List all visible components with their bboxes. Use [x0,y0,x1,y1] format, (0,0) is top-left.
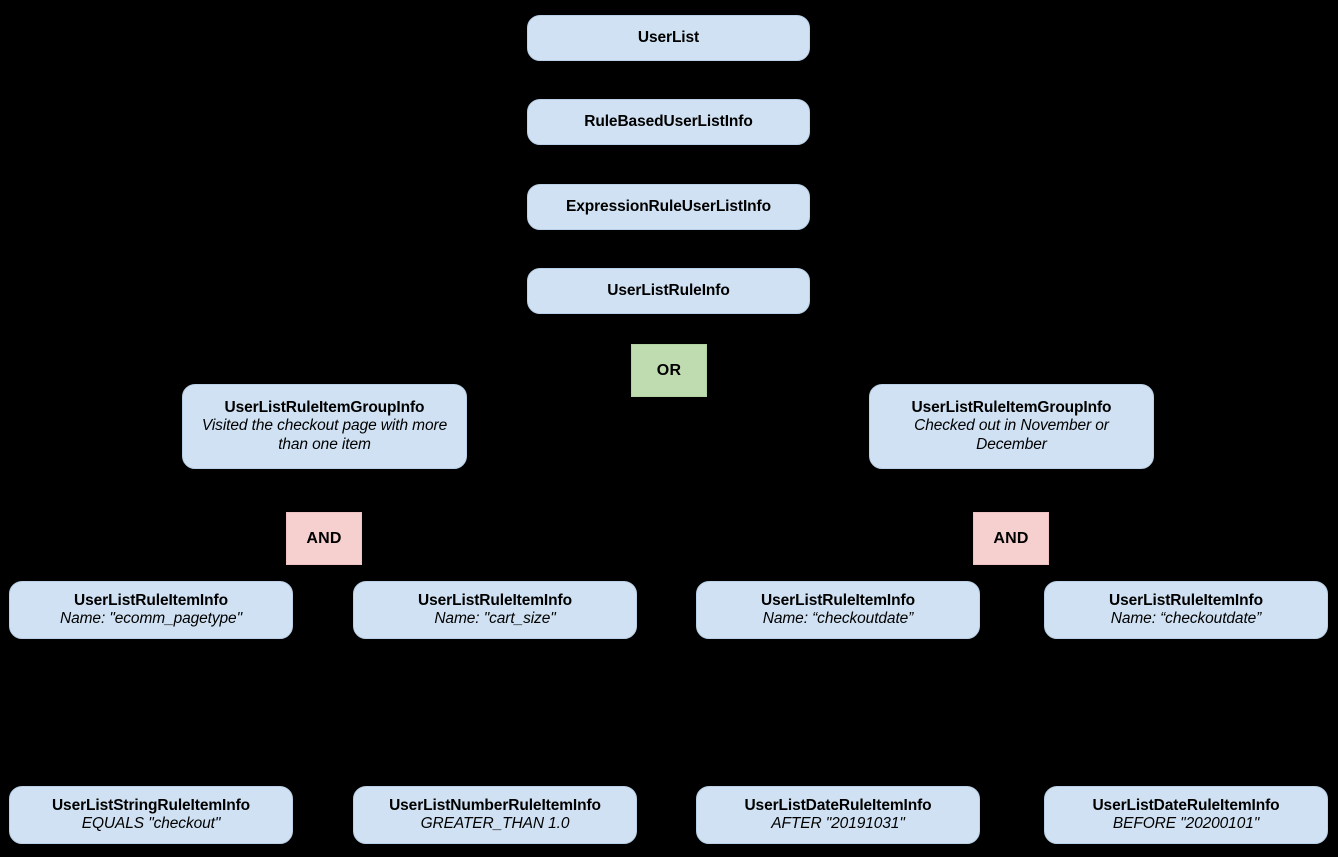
operator-and-right-label: AND [993,529,1029,547]
node-rule-item-2[interactable]: UserListRuleItemInfo Name: "cart_size" [353,581,637,639]
edge-group-left-to-item-2 [369,469,496,577]
arrowhead-ruleinfo-to-group-right [994,371,1013,385]
arrowhead-group-right-to-item-4 [1174,567,1192,582]
node-leaf-number-rule-item-title: UserListNumberRuleItemInfo [389,796,601,814]
operator-or[interactable]: OR [631,344,707,397]
node-rule-item-4-subtitle: Name: “checkoutdate” [1110,610,1262,627]
node-expression-rule-user-list-info-title: ExpressionRuleUserListInfo [566,197,771,215]
operator-and-left-label: AND [306,529,342,547]
node-rule-item-2-subtitle: Name: "cart_size" [434,610,556,627]
arrowhead-item-1-to-leaf-1 [144,775,158,789]
edge-group-right-to-item-4 [1057,469,1187,577]
node-rule-item-3[interactable]: UserListRuleItemInfo Name: “checkoutdate… [696,581,980,639]
node-user-list[interactable]: UserList [527,15,810,61]
node-group-left[interactable]: UserListRuleItemGroupInfo Visited the ch… [182,384,467,469]
arrowhead-ruleinfo-to-group-left [322,371,341,385]
node-user-list-title: UserList [637,28,700,46]
node-rule-item-2-title: UserListRuleItemInfo [418,591,572,609]
arrowhead-group-right-to-item-3 [832,567,850,582]
node-leaf-date-rule-item-before[interactable]: UserListDateRuleItemInfo BEFORE "2020010… [1044,786,1328,844]
node-leaf-string-rule-item-title: UserListStringRuleItemInfo [51,796,251,814]
edge-group-right-to-item-3 [837,469,966,577]
node-group-right-title: UserListRuleItemGroupInfo [911,399,1112,417]
node-leaf-string-rule-item-subtitle: EQUALS "checkout" [81,815,221,832]
node-leaf-date-rule-item-after-title: UserListDateRuleItemInfo [744,796,932,814]
node-leaf-date-rule-item-before-title: UserListDateRuleItemInfo [1092,796,1280,814]
node-group-right-subtitle: Checked out in November or December [914,417,1109,453]
node-rule-item-1-title: UserListRuleItemInfo [74,591,228,609]
operator-and-left[interactable]: AND [286,512,362,565]
operator-and-right[interactable]: AND [973,512,1049,565]
node-leaf-number-rule-item[interactable]: UserListNumberRuleItemInfo GREATER_THAN … [353,786,637,844]
node-leaf-date-rule-item-after[interactable]: UserListDateRuleItemInfo AFTER "20191031… [696,786,980,844]
edge-ruleinfo-to-group-right [668,313,1006,379]
node-rule-based-user-list-info[interactable]: RuleBasedUserListInfo [527,99,810,145]
arrowhead-group-left-to-item-1 [146,567,164,582]
operator-or-label: OR [656,361,682,379]
node-group-right[interactable]: UserListRuleItemGroupInfo Checked out in… [869,384,1154,469]
node-group-left-title: UserListRuleItemGroupInfo [224,399,425,417]
node-user-list-rule-info[interactable]: UserListRuleInfo [527,268,810,314]
node-rule-based-user-list-info-title: RuleBasedUserListInfo [584,112,753,130]
edge-group-left-to-item-1 [151,469,281,577]
arrowhead-item-2-to-leaf-2 [488,775,502,789]
node-user-list-rule-info-title: UserListRuleInfo [607,281,730,299]
node-rule-item-4-title: UserListRuleItemInfo [1109,591,1263,609]
edge-ruleinfo-to-group-left [329,313,670,379]
node-rule-item-3-title: UserListRuleItemInfo [761,591,915,609]
node-rule-item-3-subtitle: Name: “checkoutdate” [762,610,914,627]
node-leaf-date-rule-item-after-subtitle: AFTER "20191031" [771,815,905,832]
arrowhead-item-4-to-leaf-4 [1179,775,1193,789]
node-leaf-string-rule-item[interactable]: UserListStringRuleItemInfo EQUALS "check… [9,786,293,844]
node-leaf-number-rule-item-subtitle: GREATER_THAN 1.0 [420,815,570,832]
node-expression-rule-user-list-info[interactable]: ExpressionRuleUserListInfo [527,184,810,230]
node-leaf-date-rule-item-before-subtitle: BEFORE "20200101" [1112,815,1260,832]
node-rule-item-1[interactable]: UserListRuleItemInfo Name: "ecomm_pagety… [9,581,293,639]
arrowhead-group-left-to-item-2 [483,567,501,582]
node-rule-item-1-subtitle: Name: "ecomm_pagetype" [60,610,242,627]
arrowhead-item-3-to-leaf-3 [831,775,845,789]
node-group-left-subtitle: Visited the checkout page with more than… [201,417,448,453]
node-rule-item-4[interactable]: UserListRuleItemInfo Name: “checkoutdate… [1044,581,1328,639]
